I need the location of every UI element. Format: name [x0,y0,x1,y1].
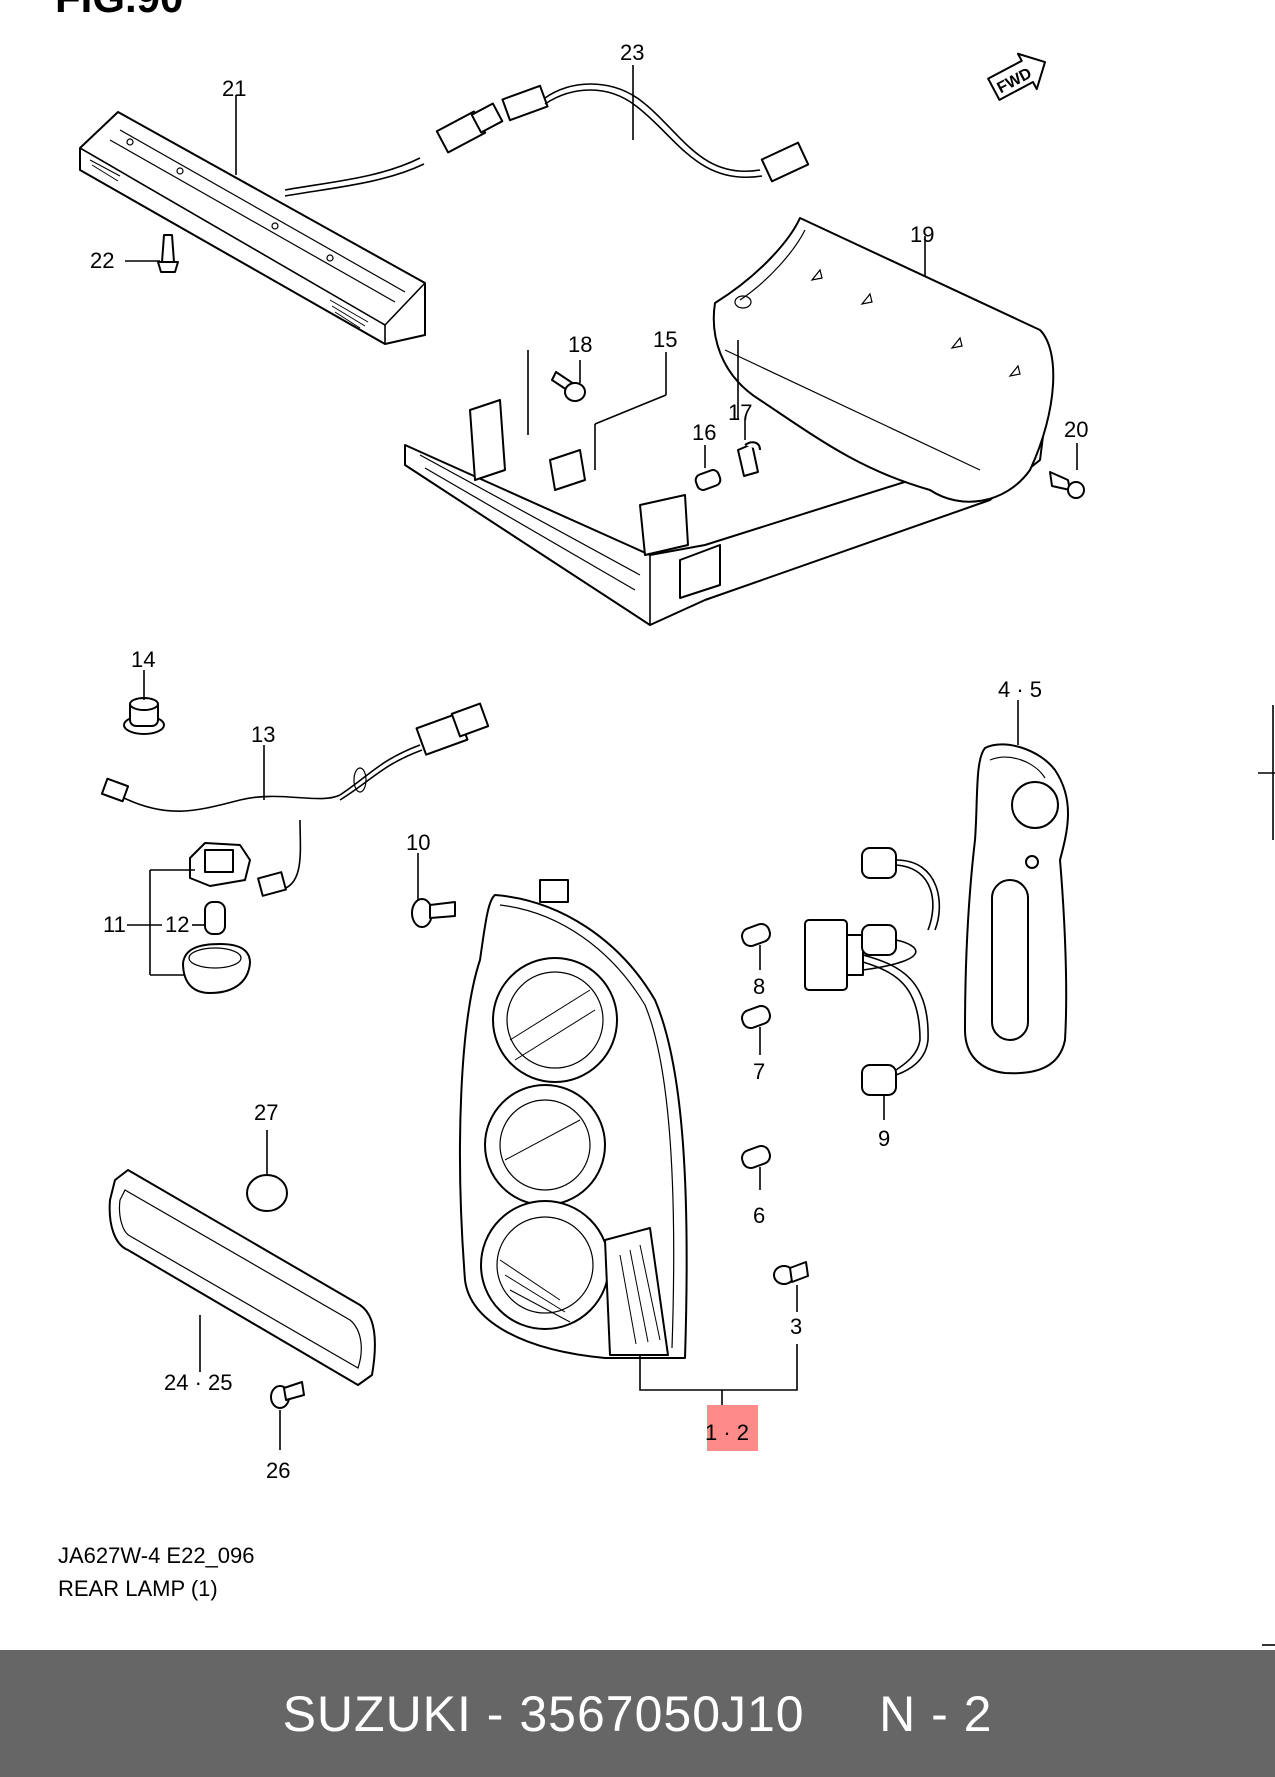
highlight-box [707,1405,758,1451]
bulb-part-7 [741,1005,771,1029]
callout-24-25: 24 · 25 [164,1370,233,1395]
callout-23: 23 [620,40,644,65]
callout-20: 20 [1064,417,1088,442]
callout-15: 15 [653,327,677,352]
callout-18: 18 [568,332,592,357]
figure-code: JA627W-4 E22_096 [58,1543,255,1568]
callout-9: 9 [878,1126,890,1151]
callout-11: 11 [103,912,126,937]
bulb-part-12 [204,901,226,935]
socket-assembly-part-11 [182,842,251,994]
socket-part-17 [737,441,761,477]
callout-4-5: 4 · 5 [998,677,1042,702]
screw-part-18 [551,371,586,402]
socket-harness-part-9 [804,847,941,1096]
screw-part-10 [411,898,456,928]
gasket-part-4-5 [964,743,1069,1075]
callout-14: 14 [131,647,155,672]
cover-part-19 [712,217,1055,503]
callout-21: 21 [222,76,246,101]
callout-6: 6 [753,1203,765,1228]
callout-13: 13 [251,722,275,747]
callout-27: 27 [254,1100,278,1125]
harness-part-13 [100,702,490,897]
footer-part-number: SUZUKI - 3567050J10 N - 2 [282,1685,993,1742]
callout-26: 26 [266,1458,290,1483]
callout-3: 3 [790,1314,802,1339]
screw-part-26 [270,1381,305,1409]
bulb-part-6 [741,1145,771,1169]
fwd-arrow-icon: FWD [987,52,1047,101]
clip-part-3 [773,1261,809,1285]
callout-7: 7 [753,1059,765,1084]
grommet-part-14 [123,697,165,735]
callout-1-2: 1 · 2 [705,1420,749,1445]
callout-12: 12 [165,912,189,937]
callout-8: 8 [753,974,765,999]
screw-part-22 [157,234,179,273]
bulb-part-16 [694,469,722,491]
footer-bar: SUZUKI - 3567050J10 N - 2 [0,1650,1275,1777]
clip-part-20 [1049,471,1085,499]
rear-combination-lamp-part-1-2 [459,879,688,1359]
callout-16: 16 [692,420,716,445]
callout-10: 10 [406,830,430,855]
lamp-housing-part-15 [404,399,1046,626]
parts-diagram: FIG.90 FWD 21 23 [55,0,1275,1646]
plug-part-27 [246,1174,288,1212]
figure-name: REAR LAMP (1) [58,1576,218,1601]
harness-part-23 [501,83,810,183]
callout-22: 22 [90,248,114,273]
callout-19: 19 [910,222,934,247]
high-mount-stop-lamp-part [79,102,504,345]
callout-17: 17 [728,400,752,425]
reflector-part-24-25 [108,1169,376,1386]
bulb-part-8 [741,923,771,947]
figure-title: FIG.90 [55,0,183,21]
